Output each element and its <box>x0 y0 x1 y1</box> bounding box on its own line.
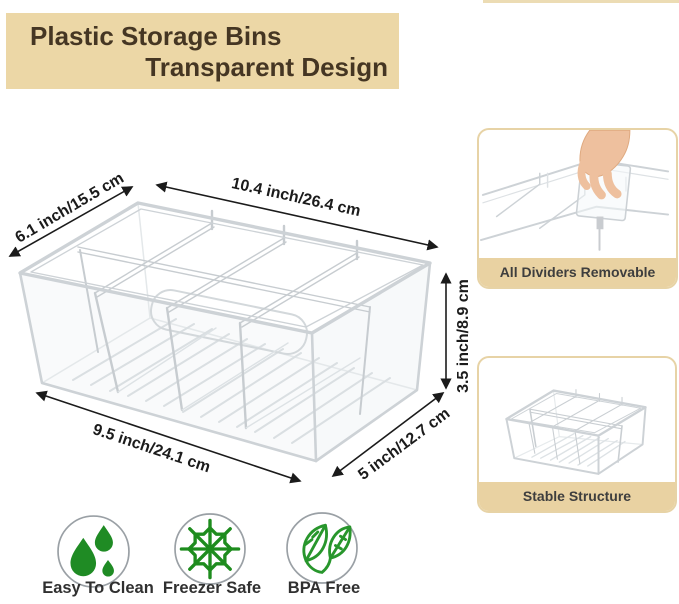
dimension-width-bottom: 9.5 inch/24.1 cm <box>91 421 213 476</box>
title-line-1: Plastic Storage Bins <box>30 21 282 51</box>
title-banner: Plastic Storage Bins Transparent Design <box>6 13 399 89</box>
mini-bin-illustration <box>505 389 647 475</box>
inset-stable-structure: Stable Structure <box>477 356 677 513</box>
feature-label-freezer-safe: Freezer Safe <box>162 579 262 597</box>
dimension-height: 3.5 inch/8.9 cm <box>455 279 472 393</box>
mini-floor-ribs <box>531 433 626 467</box>
inset-dividers-removable: All Dividers Removable <box>477 128 678 289</box>
divider-removal-illustration <box>479 130 670 251</box>
leaves-icon <box>286 512 358 584</box>
inset-caption: All Dividers Removable <box>479 258 676 287</box>
water-drops-icon <box>57 515 130 588</box>
feature-label-bpa-free: BPA Free <box>287 579 361 597</box>
snowflake-icon <box>174 513 246 585</box>
inset-caption: Stable Structure <box>479 482 675 511</box>
dimension-depth-top: 6.1 inch/15.5 cm <box>13 170 127 247</box>
feature-label-easy-to-clean: Easy To Clean <box>42 579 154 597</box>
divider-clip <box>596 216 604 230</box>
hand <box>577 130 631 200</box>
storage-bin-drawing <box>18 201 432 463</box>
dimension-width-top: 10.4 inch/26.4 cm <box>230 175 362 220</box>
dimension-arrows <box>8 181 452 484</box>
decorative-stripe <box>483 0 679 3</box>
title-line-2: Transparent Design <box>145 52 388 82</box>
mini-bin-outline <box>505 389 647 475</box>
